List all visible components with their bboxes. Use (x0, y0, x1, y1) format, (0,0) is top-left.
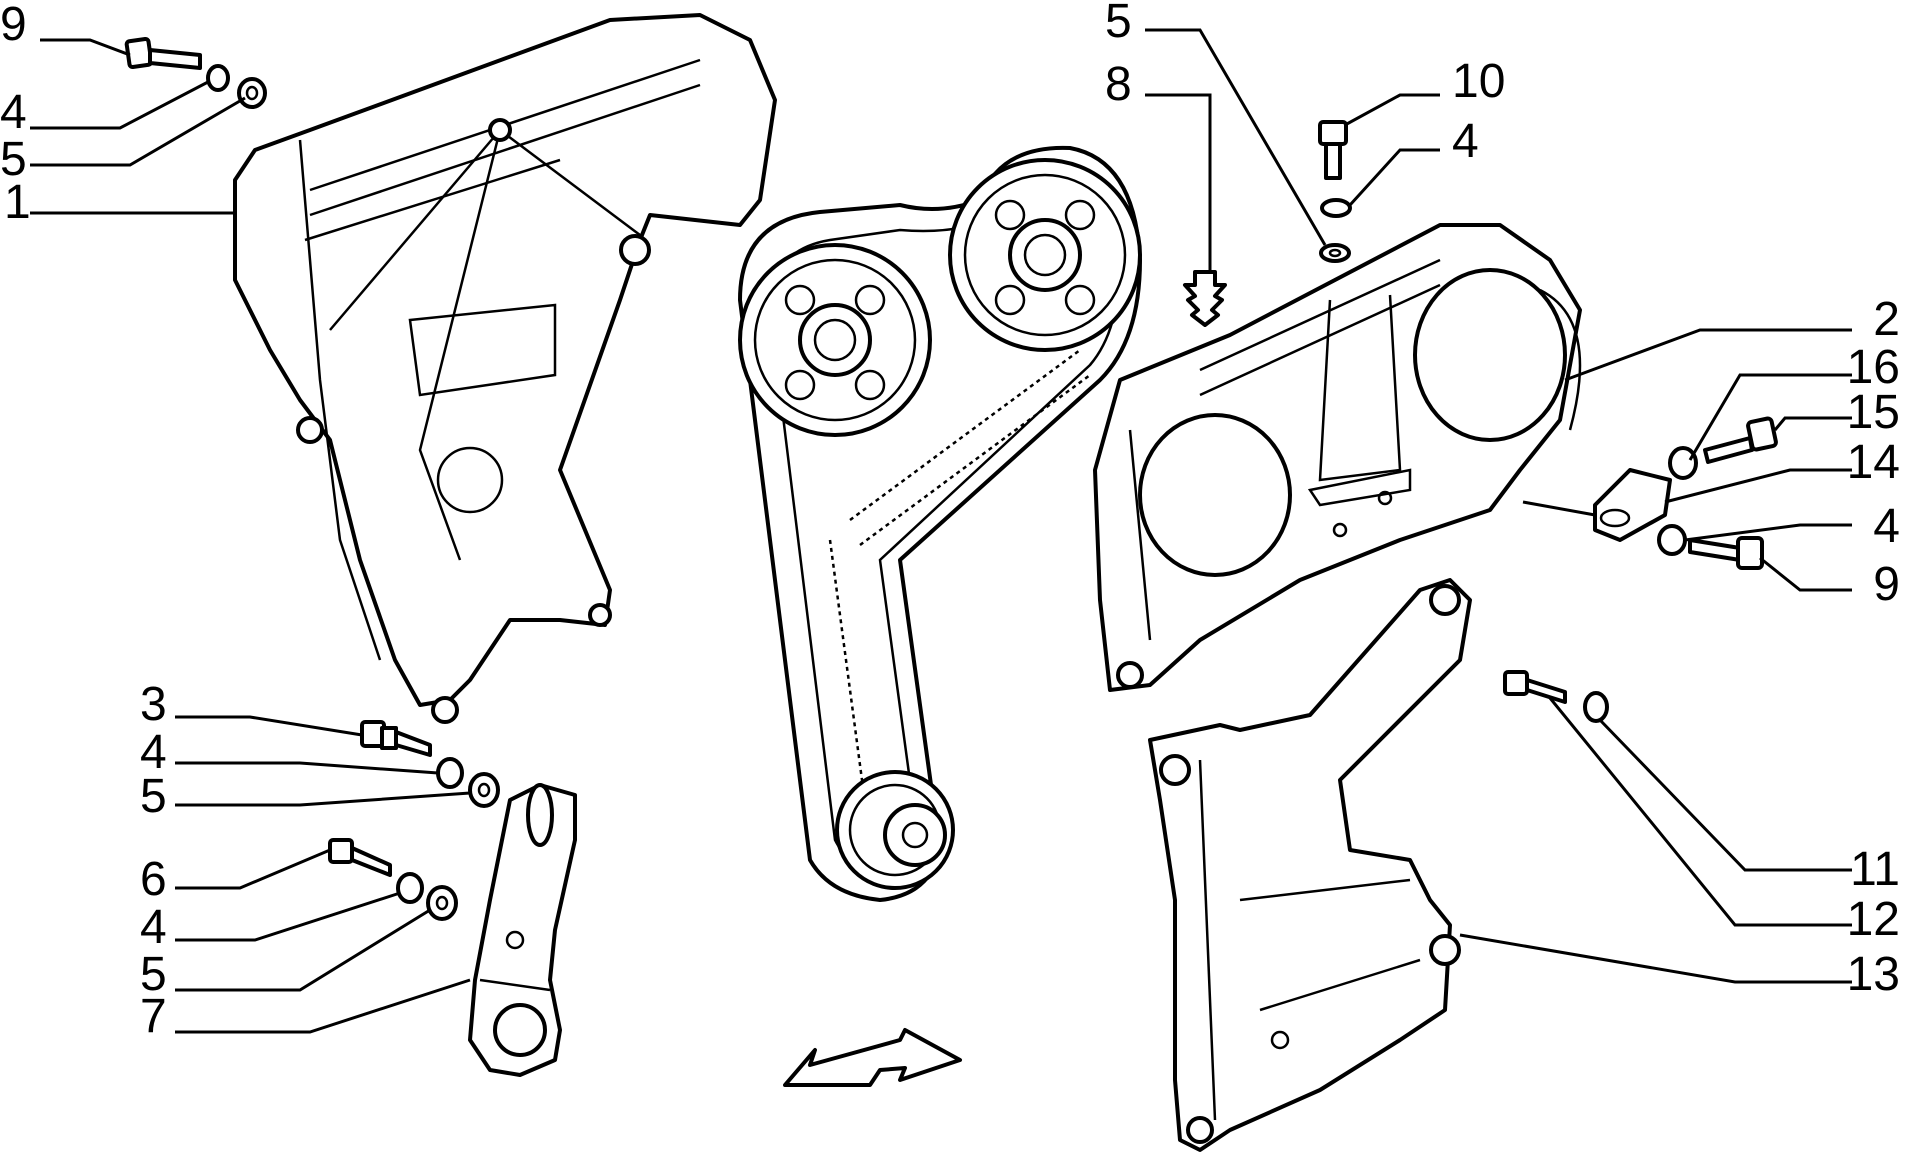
washer-part-4-lower (396, 872, 424, 904)
washer-part-5-middle (468, 772, 500, 808)
washer-part-4-right (1657, 524, 1687, 556)
bolt-part-9-right (1688, 536, 1764, 570)
callout-2: 2 (1873, 293, 1900, 346)
bolt-part-12 (1503, 670, 1567, 704)
callout-15: 15 (1847, 386, 1900, 439)
callout-12: 12 (1847, 893, 1900, 946)
washer-part-16 (1668, 446, 1698, 480)
timing-belt-assembly (738, 145, 1142, 902)
callout-5-top-right: 5 (1105, 0, 1132, 48)
callout-3: 3 (140, 678, 167, 731)
callout-4-right: 4 (1873, 500, 1900, 553)
tensioner-bracket-part-7 (468, 783, 577, 1077)
washer-part-11 (1583, 691, 1609, 723)
washer-part-5-lower (426, 885, 458, 921)
callout-13: 13 (1847, 948, 1900, 1001)
washer-part-5-top-right (1319, 243, 1351, 263)
screw-part-8 (1183, 270, 1227, 327)
callout-1: 1 (4, 176, 31, 229)
callout-4-top: 4 (0, 86, 27, 139)
direction-arrow (783, 1028, 962, 1087)
bolt-part-15 (1703, 416, 1778, 464)
callout-4-lower: 4 (140, 901, 167, 954)
callout-9-top: 9 (0, 0, 27, 51)
callout-5-middle: 5 (140, 770, 167, 823)
washer-part-4-middle (436, 757, 464, 789)
small-bracket-part-14 (1593, 468, 1672, 542)
callout-9-right: 9 (1873, 558, 1900, 611)
callout-4-middle: 4 (140, 726, 167, 779)
washer-part-4-top (206, 64, 230, 92)
callout-11: 11 (1850, 843, 1900, 896)
callout-10: 10 (1452, 55, 1505, 108)
bolt-part-9-top (124, 36, 202, 70)
callout-16: 16 (1847, 341, 1900, 394)
bolt-part-10 (1318, 120, 1348, 180)
callout-8: 8 (1105, 58, 1132, 111)
bolt-part-6 (328, 838, 392, 877)
timing-cover-inner-part-2 (1093, 223, 1582, 692)
callout-labels: 9 4 5 1 3 4 5 6 4 5 7 5 8 10 4 2 16 15 1… (0, 0, 1900, 1043)
callout-5-lower: 5 (140, 948, 167, 1001)
callout-6: 6 (140, 853, 167, 906)
callout-14: 14 (1847, 436, 1900, 489)
bolt-part-3 (360, 720, 432, 757)
callout-5-top: 5 (0, 133, 27, 186)
callout-4-top-right: 4 (1452, 115, 1479, 168)
washer-part-5-top (237, 77, 267, 109)
leader-lines (30, 28, 1852, 1034)
lower-bracket-part-13 (1148, 578, 1472, 1152)
timing-cover-outer-part-1 (233, 13, 777, 724)
callout-7: 7 (140, 990, 167, 1043)
washer-part-4-top-right (1320, 198, 1352, 218)
